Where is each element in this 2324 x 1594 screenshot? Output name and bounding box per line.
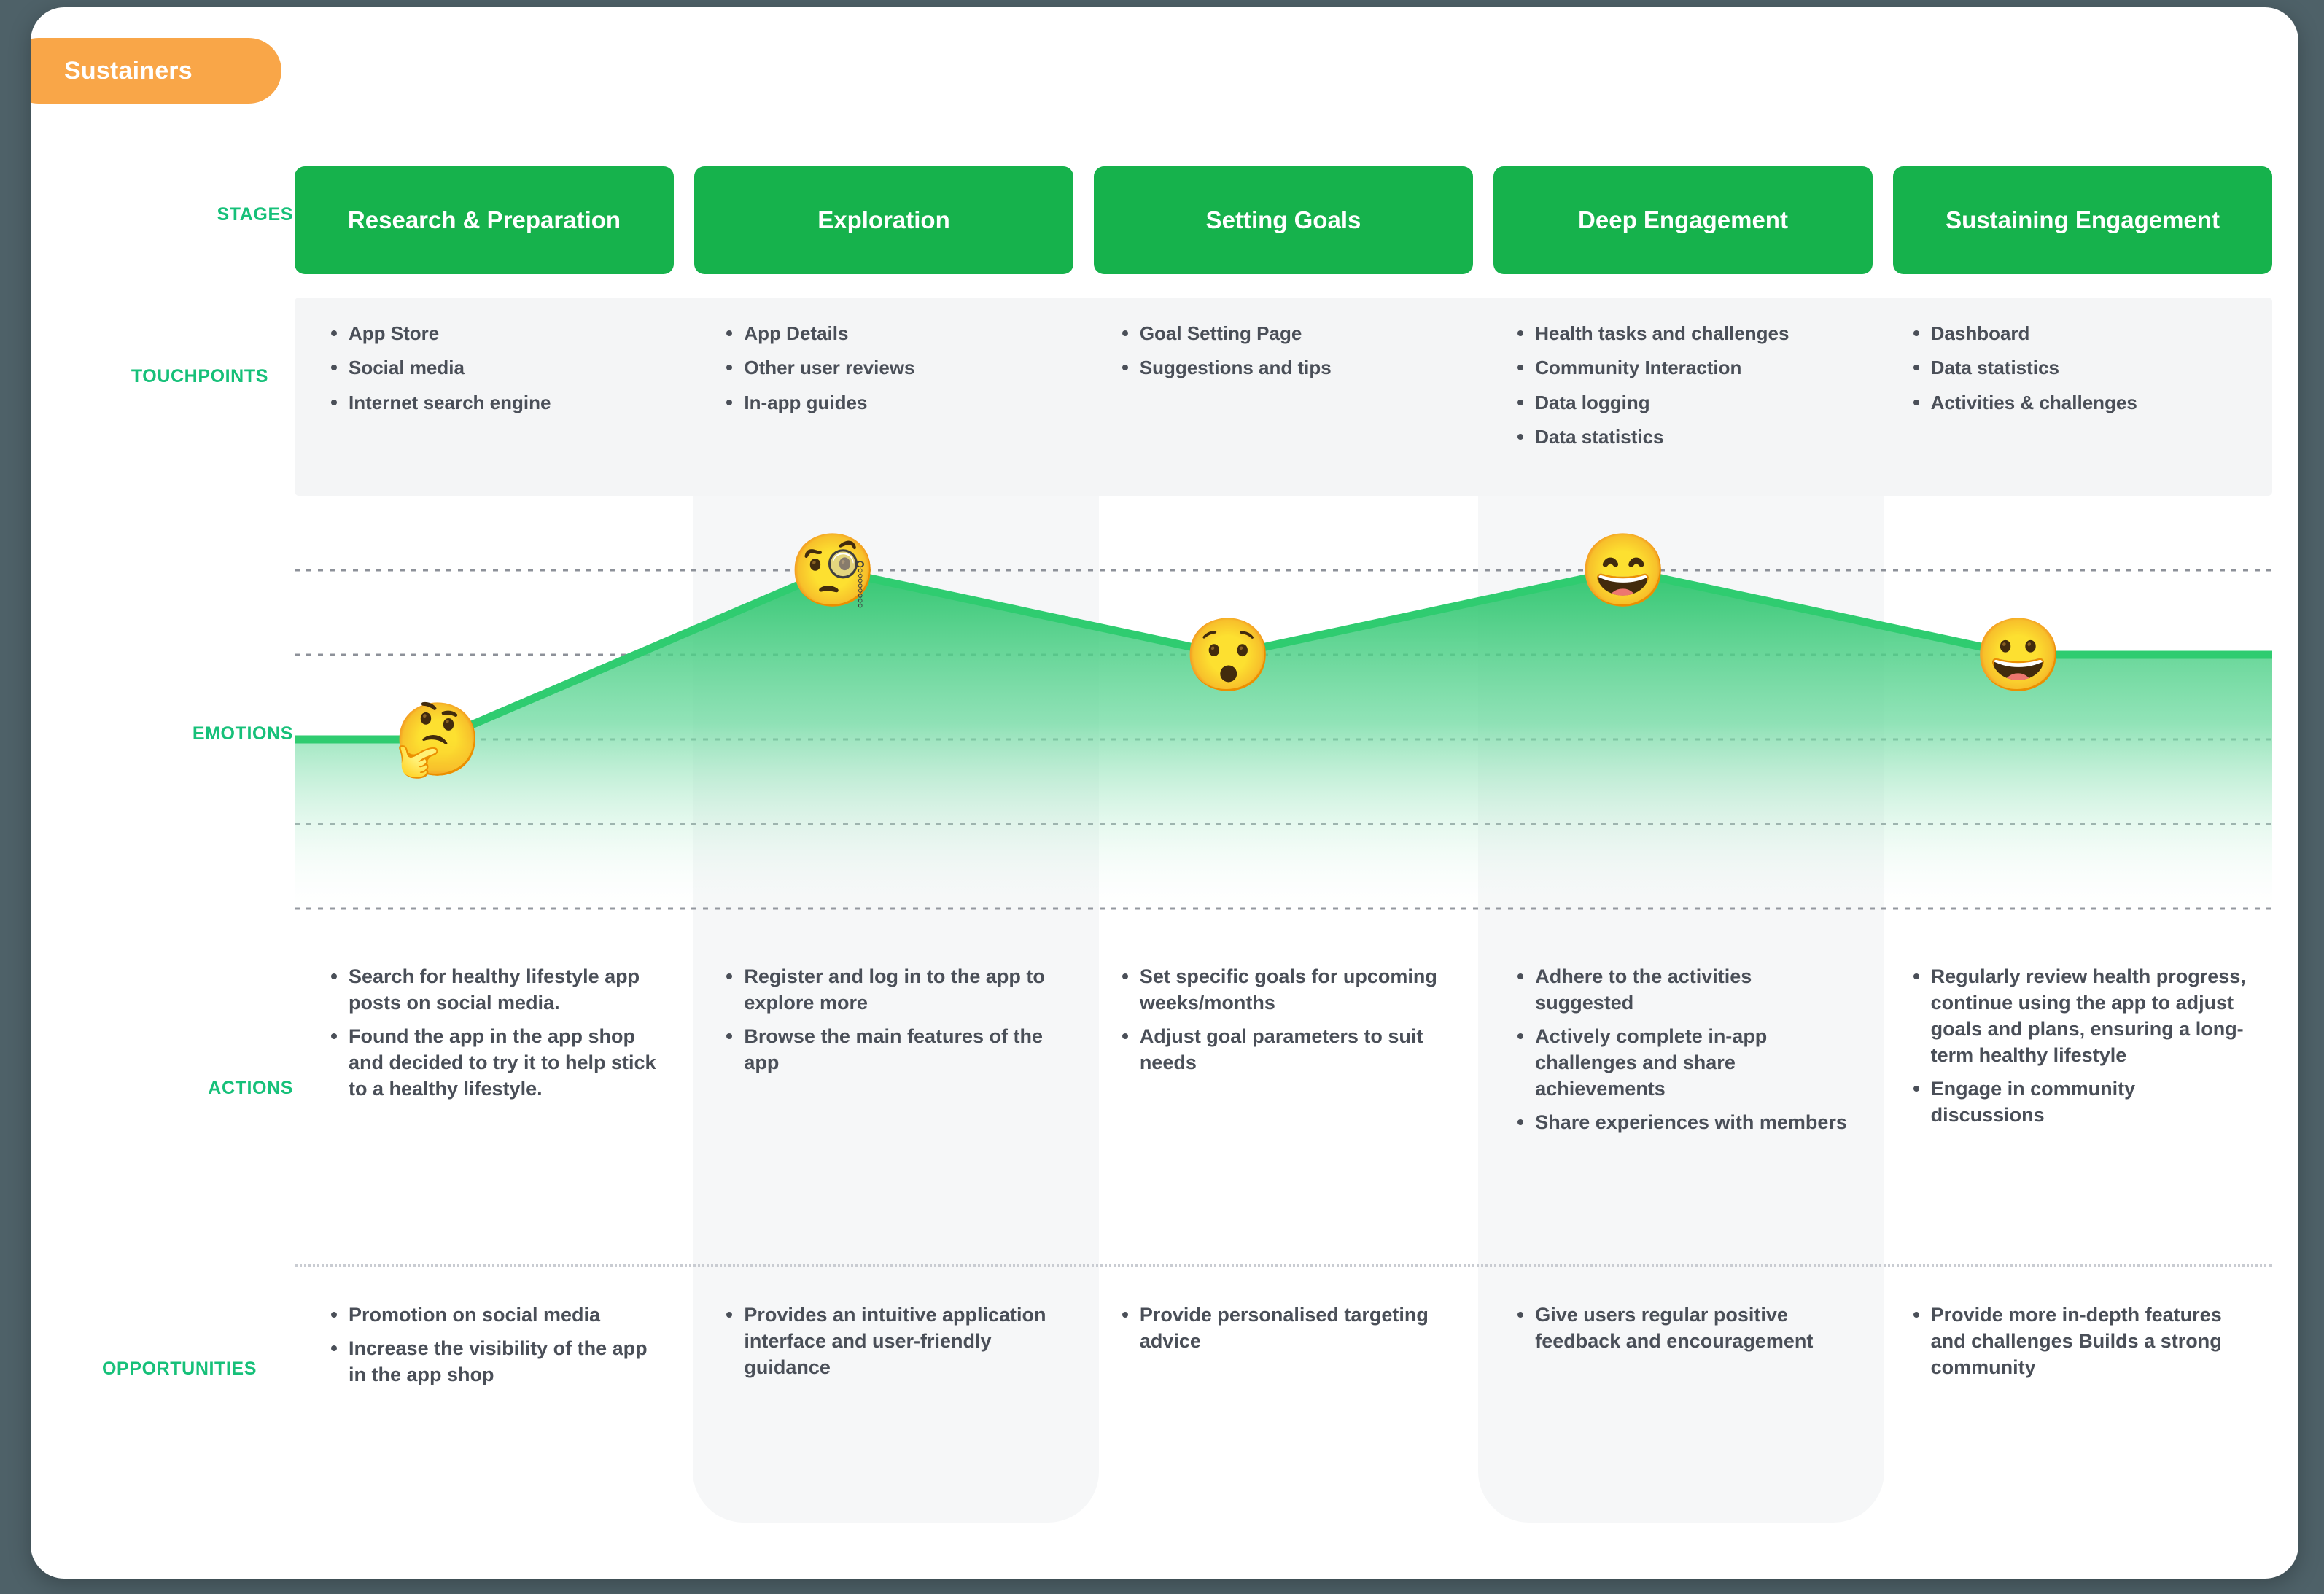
opportunities-list: Provide more in-depth features and chall… [1909,1302,2250,1381]
emotion-area [295,570,2272,911]
emotion-emoji-thinking-face: 🤔 [392,699,483,779]
list-item: Provides an intuitive application interf… [722,1302,1063,1381]
actions-list: Search for healthy lifestyle app posts o… [327,964,668,1103]
stage-card-1[interactable]: Research & Preparation [295,166,674,274]
row-label-touchpoints: TOUCHPOINTS [131,366,268,386]
list-item: Browse the main features of the app [722,1024,1063,1076]
list-item: Adhere to the activities suggested [1513,964,1854,1016]
list-item: Regularly review health progress, contin… [1909,964,2250,1069]
list-item: Search for healthy lifestyle app posts o… [327,964,668,1016]
list-item: Activities & challenges [1909,390,2256,415]
opportunities-col-4: Give users regular positive feedback and… [1481,1291,1876,1524]
row-label-opportunities: OPPORTUNITIES [102,1358,257,1379]
actions-list: Register and log in to the app to explor… [722,964,1063,1076]
stage-card-5[interactable]: Sustaining Engagement [1893,166,2272,274]
list-item: Social media [327,355,674,380]
opportunities-list: Give users regular positive feedback and… [1513,1302,1854,1355]
list-item: Other user reviews [722,355,1069,380]
list-item: Give users regular positive feedback and… [1513,1302,1854,1355]
list-item: Found the app in the app shop and decide… [327,1024,668,1103]
emotion-emoji-grinning-face: 😀 [1973,615,2064,695]
row-label-stages: STAGES [217,204,293,225]
row-label-actions: ACTIONS [208,1078,293,1098]
list-item: Increase the visibility of the app in th… [327,1336,668,1388]
emotion-emoji-monocle-face: 🧐 [788,530,878,610]
actions-col-3: Set specific goals for upcoming weeks/mo… [1086,952,1481,1261]
stages-row: Research & Preparation Exploration Setti… [295,166,2272,274]
opportunities-list: Provides an intuitive application interf… [722,1302,1063,1381]
list-item: Register and log in to the app to explor… [722,964,1063,1016]
actions-opportunities-divider [295,1264,2272,1267]
opportunities-col-5: Provide more in-depth features and chall… [1877,1291,2272,1524]
opportunities-col-2: Provides an intuitive application interf… [690,1291,1085,1524]
list-item: Provide more in-depth features and chall… [1909,1302,2250,1381]
list-item: Actively complete in-app challenges and … [1513,1024,1854,1103]
actions-col-2: Register and log in to the app to explor… [690,952,1085,1261]
list-item: Promotion on social media [327,1302,668,1329]
stage-label: Deep Engagement [1578,206,1788,233]
journey-map-canvas: Sustainers STAGES TOUCHPOINTS EMOTIONS A… [31,7,2298,1579]
emotions-chart: 🤔 🧐 😯 😄 😀 [295,534,2272,911]
list-item: Share experiences with members [1513,1110,1854,1136]
opportunities-list: Provide personalised targeting advice [1118,1302,1459,1355]
persona-pill[interactable]: Sustainers [31,38,281,104]
emotion-curve-svg [295,566,2272,911]
list-item: Data statistics [1909,355,2256,380]
actions-row: Search for healthy lifestyle app posts o… [295,952,2272,1261]
list-item: Dashboard [1909,321,2256,346]
stage-label: Sustaining Engagement [1946,206,2220,233]
list-item: Suggestions and tips [1118,355,1465,380]
list-item: App Store [327,321,674,346]
list-item: Set specific goals for upcoming weeks/mo… [1118,964,1459,1016]
persona-label: Sustainers [64,56,193,85]
list-item: Internet search engine [327,390,674,415]
touchpoints-band [295,298,2272,496]
list-item: Community Interaction [1513,355,1860,380]
stage-label: Research & Preparation [347,206,621,233]
emotion-line [295,566,2272,744]
list-item: Provide personalised targeting advice [1118,1302,1459,1355]
list-item: Adjust goal parameters to suit needs [1118,1024,1459,1076]
list-item: Goal Setting Page [1118,321,1465,346]
list-item: Health tasks and challenges [1513,321,1860,346]
list-item: In-app guides [722,390,1069,415]
stage-card-3[interactable]: Setting Goals [1094,166,1473,274]
stage-label: Exploration [817,206,950,233]
list-item: Data statistics [1513,424,1860,449]
actions-list: Regularly review health progress, contin… [1909,964,2250,1128]
actions-col-1: Search for healthy lifestyle app posts o… [295,952,690,1261]
stage-card-2[interactable]: Exploration [694,166,1073,274]
list-item: Engage in community discussions [1909,1076,2250,1129]
emotion-emoji-hushed-face: 😯 [1183,615,1273,695]
opportunities-col-3: Provide personalised targeting advice [1086,1291,1481,1524]
actions-list: Set specific goals for upcoming weeks/mo… [1118,964,1459,1076]
list-item: App Details [722,321,1069,346]
stage-card-4[interactable]: Deep Engagement [1493,166,1873,274]
stage-label: Setting Goals [1205,206,1361,233]
actions-col-5: Regularly review health progress, contin… [1877,952,2272,1261]
row-label-emotions: EMOTIONS [192,723,293,744]
emotion-emoji-grinning-face-smiling-eyes: 😄 [1578,530,1668,610]
list-item: Data logging [1513,390,1860,415]
